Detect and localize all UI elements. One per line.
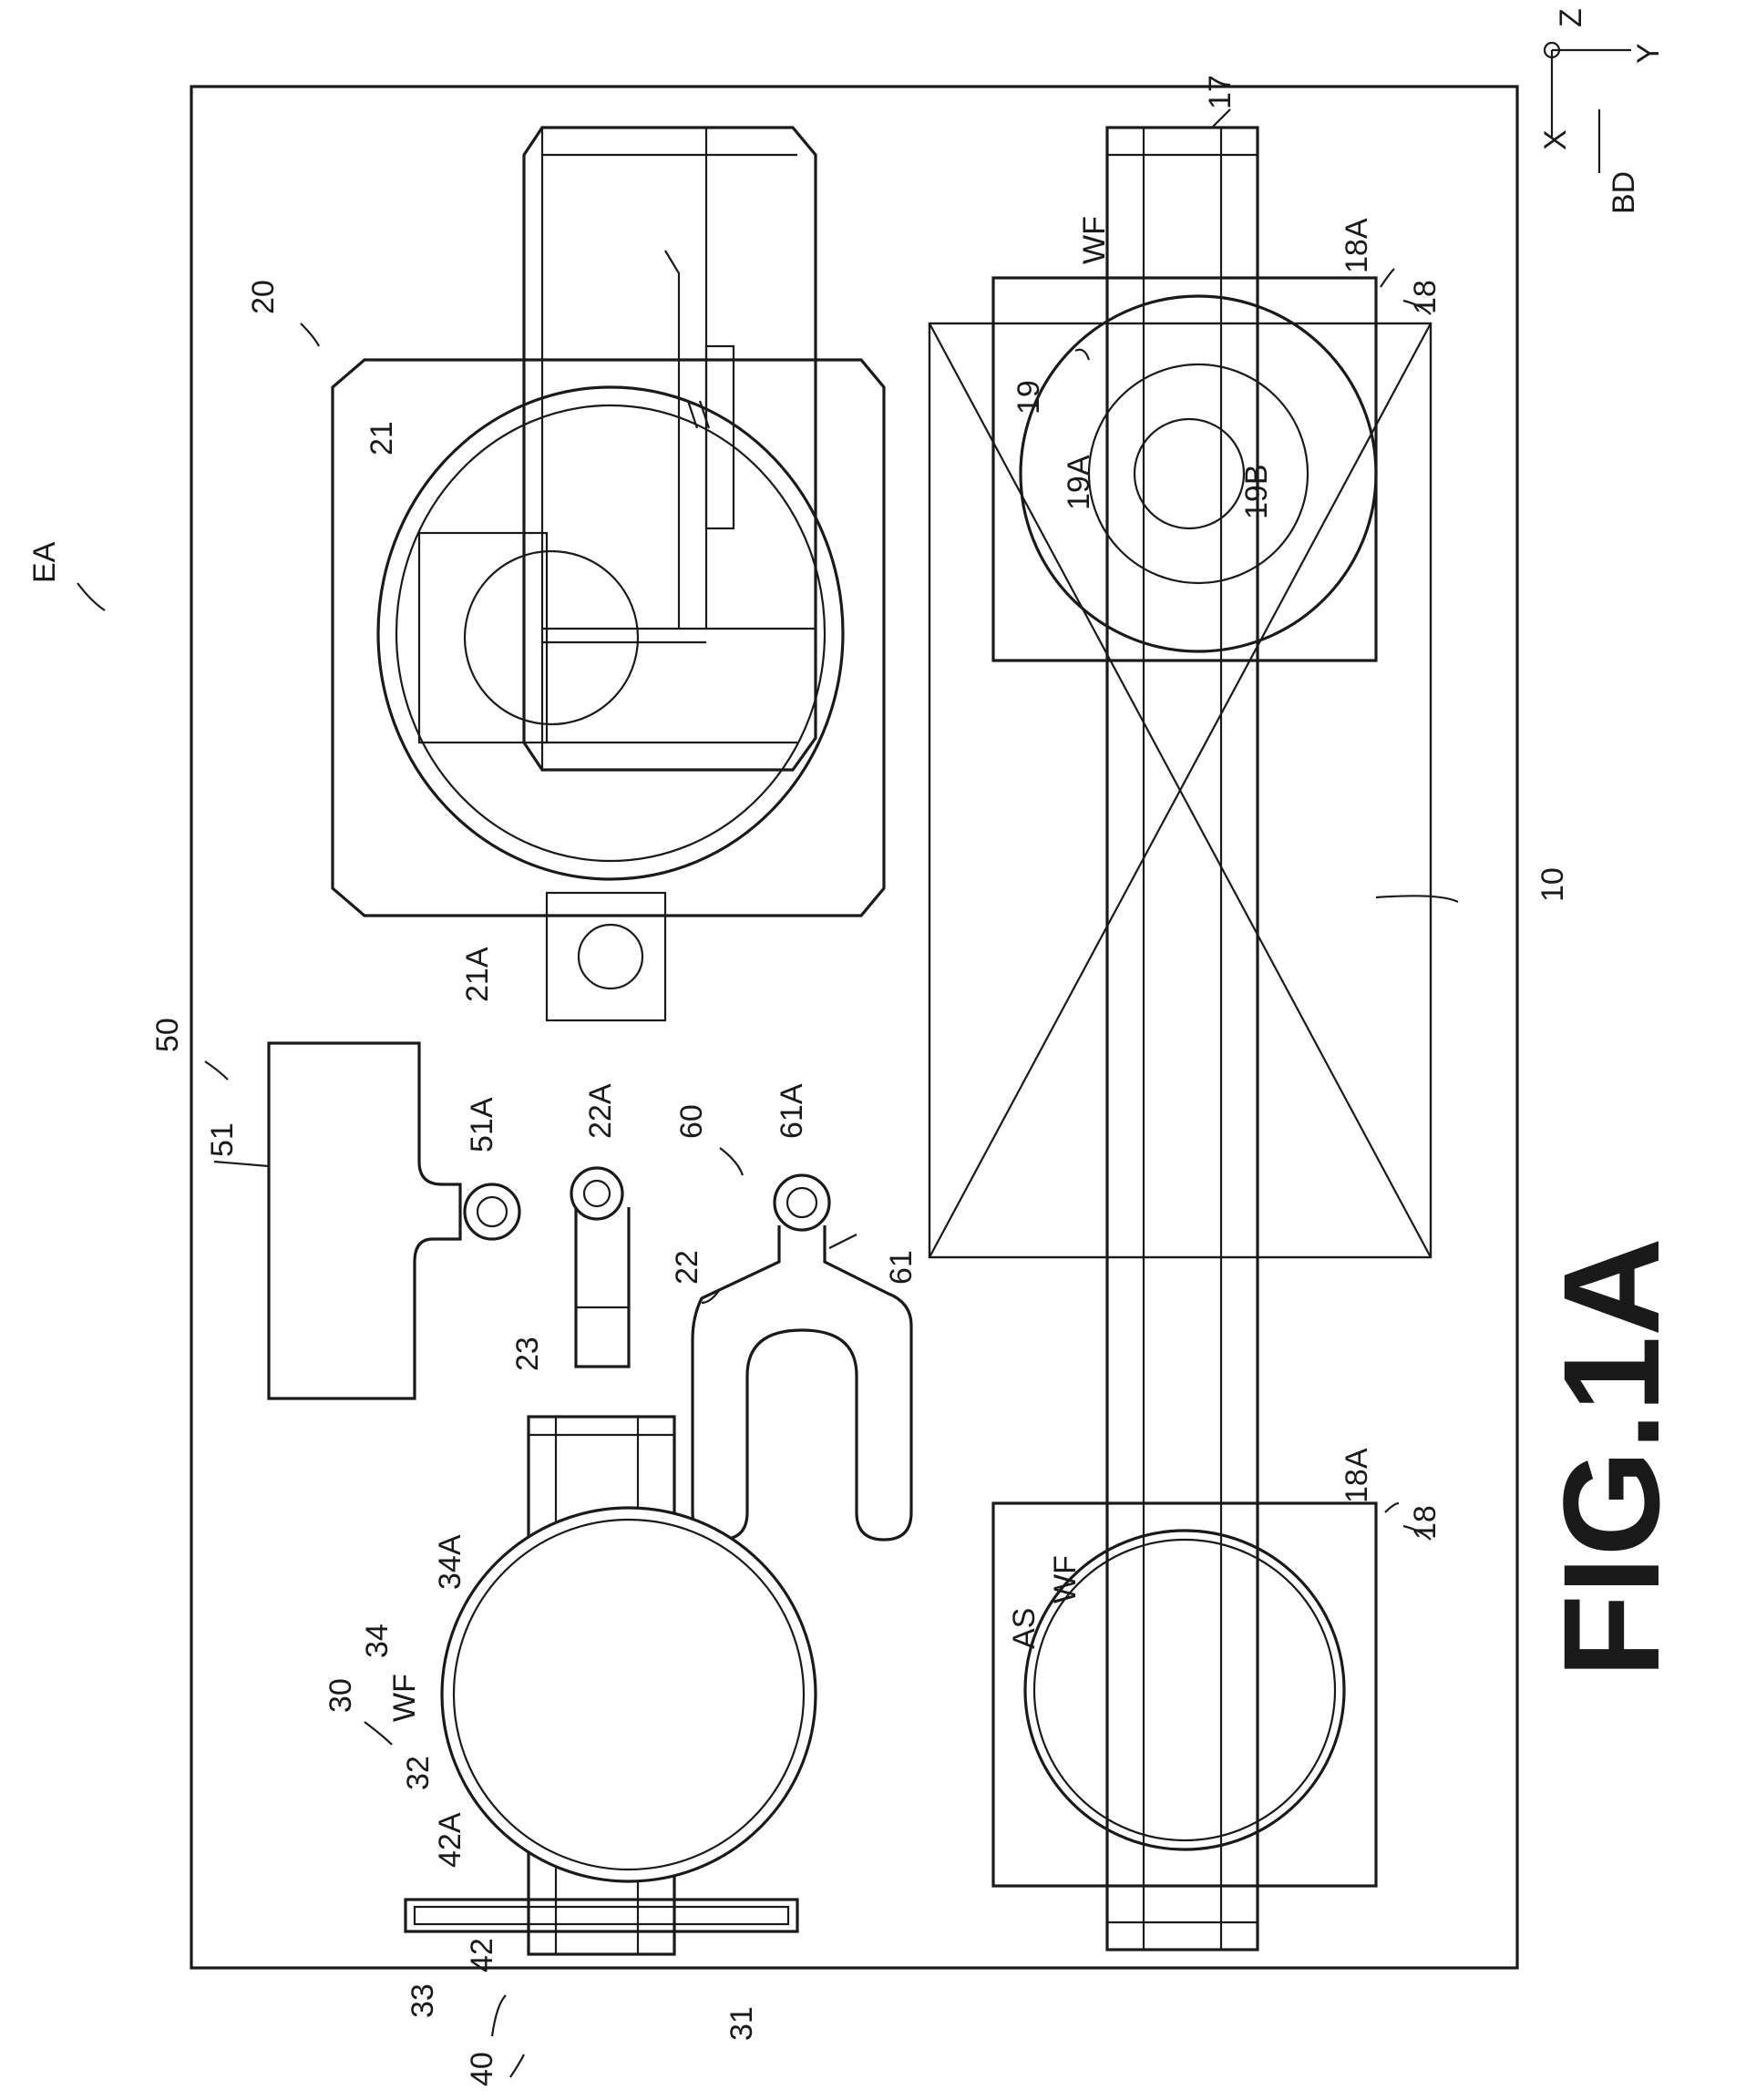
label-32: 32	[401, 1756, 436, 1790]
label-31: 31	[724, 2006, 759, 2041]
label-19A: 19A	[1062, 455, 1096, 510]
movable-region-10	[929, 323, 1431, 1257]
label-22: 22	[670, 1250, 704, 1285]
label-22A: 22A	[583, 1083, 618, 1139]
label-18A-lower: 18A	[1340, 1448, 1374, 1503]
label-23: 23	[510, 1337, 545, 1371]
label-34A: 34A	[433, 1534, 467, 1590]
label-21: 21	[365, 421, 399, 456]
label-33: 33	[406, 1983, 440, 2018]
label-61: 61	[884, 1250, 919, 1285]
axis-z-label: Z	[1554, 8, 1588, 27]
label-60: 60	[674, 1104, 709, 1139]
unit-51	[269, 1043, 519, 1398]
figure-title: FIG.1A	[1535, 1237, 1688, 1677]
label-61A: 61A	[775, 1083, 809, 1139]
label-42: 42	[465, 1938, 499, 1972]
holder-22	[571, 1168, 629, 1367]
label-AS: AS	[1007, 1608, 1042, 1649]
label-51: 51	[205, 1122, 240, 1157]
chuck-34	[442, 1417, 816, 1954]
label-WF-upper: WF	[1077, 216, 1112, 264]
label-50: 50	[150, 1018, 185, 1052]
unit-20	[333, 360, 884, 916]
label-19B: 19B	[1239, 465, 1274, 520]
label-21A: 21A	[460, 947, 495, 1002]
label-34: 34	[360, 1624, 395, 1658]
axis-bd-label: BD	[1607, 171, 1641, 214]
label-51A: 51A	[465, 1097, 499, 1152]
axis-x-label: X	[1538, 129, 1573, 150]
fork-61	[693, 1175, 911, 1540]
table-18-upper	[993, 278, 1376, 661]
label-19: 19	[1011, 380, 1046, 415]
label-10: 10	[1535, 867, 1570, 902]
label-18A-upper: 18A	[1340, 218, 1374, 273]
label-EA: EA	[27, 541, 62, 583]
transport-rail	[1107, 128, 1258, 1950]
label-40: 40	[465, 2052, 499, 2086]
axis-indicator: Z Y X BD	[1538, 8, 1666, 214]
label-30: 30	[323, 1678, 358, 1713]
label-WF-chuck: WF	[387, 1674, 422, 1722]
transfer-arm-21	[524, 128, 816, 1020]
label-WF-lower: WF	[1048, 1555, 1083, 1603]
label-42A: 42A	[433, 1812, 467, 1868]
axis-y-label: Y	[1631, 43, 1666, 64]
label-17: 17	[1203, 75, 1237, 109]
label-20: 20	[246, 280, 281, 314]
